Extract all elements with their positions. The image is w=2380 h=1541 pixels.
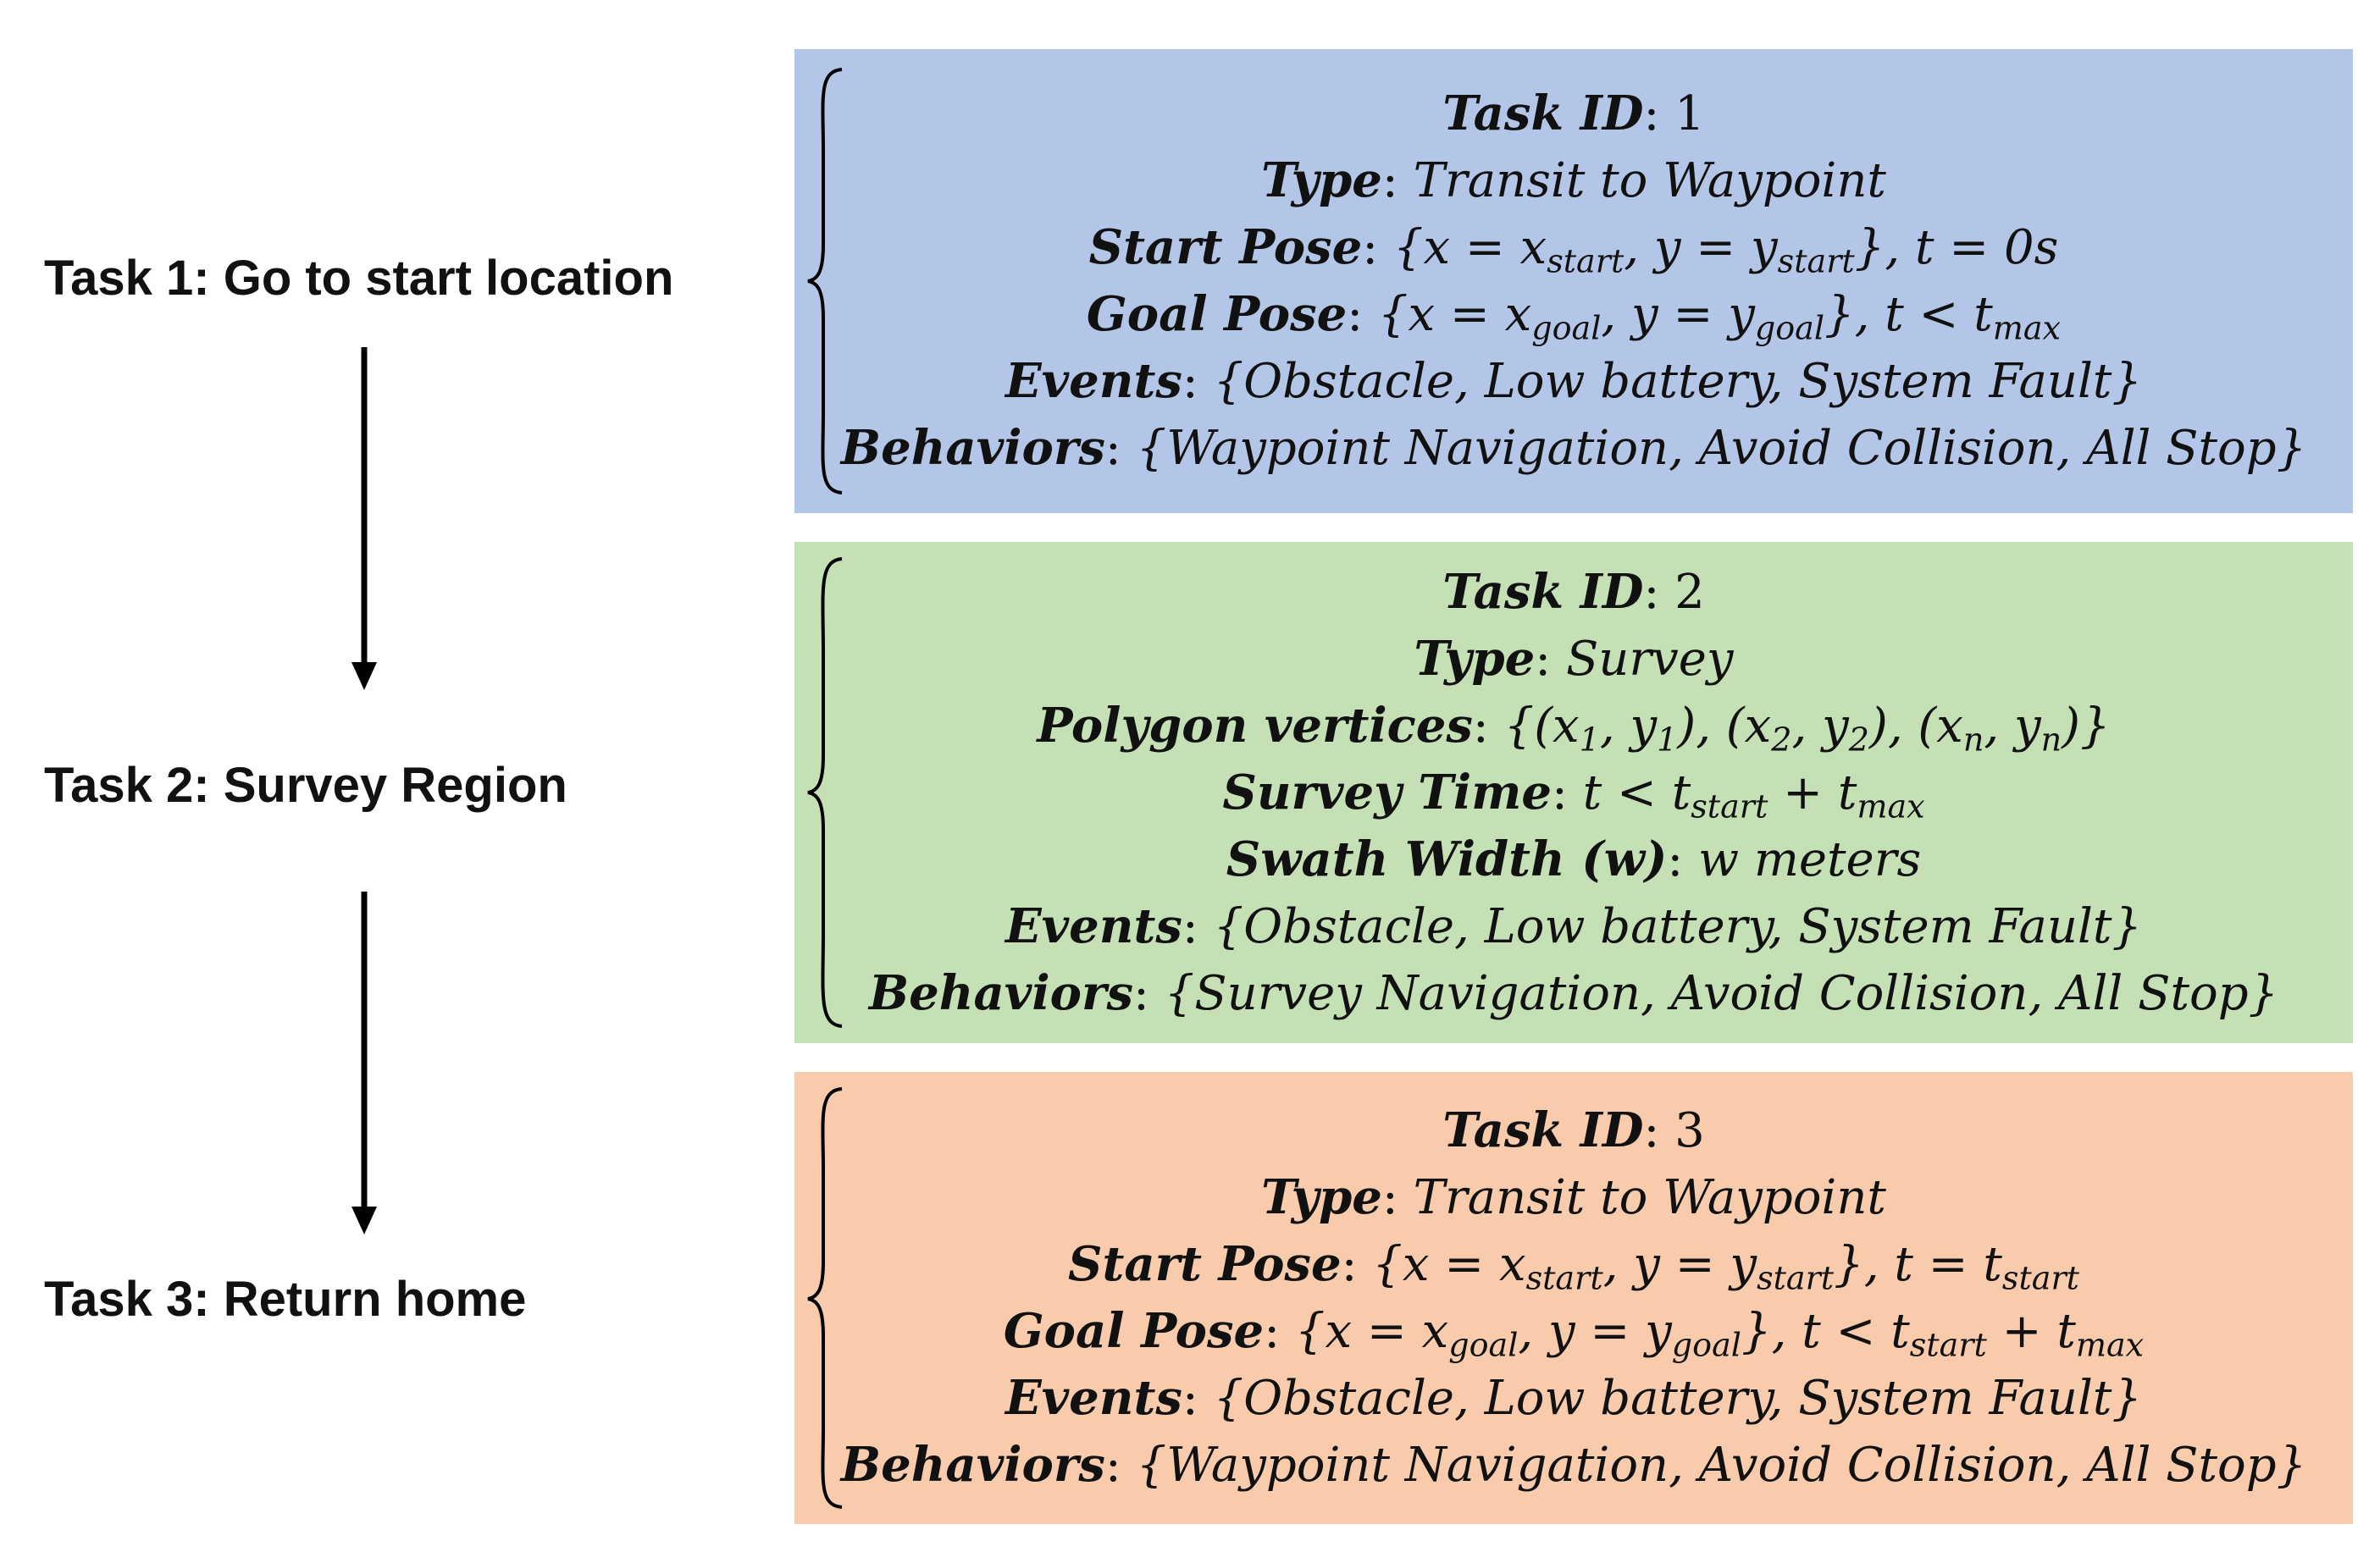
task-3-line-behaviors: Behaviors: {Waypoint Navigation, Avoid C… <box>840 1437 2307 1493</box>
task-1-card: Task ID: 1 Type: Transit to Waypoint Sta… <box>794 49 2353 513</box>
task-2-survey-time-value: t < tstart + tmax <box>1582 765 1925 826</box>
task-3-brace <box>807 1087 843 1509</box>
task-3-goal-pose-value: {x = xgoal, y = ygoal}, t < tstart + tma… <box>1294 1304 2145 1364</box>
task-2-label-colon: : <box>193 758 224 813</box>
task-2-line-survey-time: Survey Time: t < tstart + tmax <box>1222 764 1925 826</box>
task-1-label-colon: : <box>193 251 224 306</box>
task-3-line-task-id: Task ID: 3 <box>1442 1102 1705 1158</box>
task-2-line-swath-width: Swath Width (w): w meters <box>1226 831 1922 887</box>
task-1-brace <box>807 68 843 494</box>
task-3-start-pose-value: {x = xstart, y = ystart}, t = tstart <box>1372 1237 2079 1297</box>
task-2-line-polygon-vertices: Polygon vertices: {(x1, y1), (x2, y2), (… <box>1037 697 2111 759</box>
task-3-label-key: Task 3 <box>44 1272 194 1327</box>
task-1-line-goal-pose: Goal Pose: {x = xgoal, y = ygoal}, t < t… <box>1086 286 2062 347</box>
task-2-lines: Task ID: 2 Type: Survey Polygon vertices… <box>794 542 2353 1043</box>
arrow-task-1-to-2 <box>351 347 377 690</box>
task-3-label: Task 3: Return home <box>44 1275 526 1324</box>
task-3-line-type: Type: Transit to Waypoint <box>1261 1169 1886 1225</box>
task-2-line-behaviors: Behaviors: {Survey Navigation, Avoid Col… <box>868 964 2279 1021</box>
task-1-line-type: Type: Transit to Waypoint <box>1261 152 1886 208</box>
task-1-label: Task 1: Go to start location <box>44 254 673 303</box>
task-2-line-events: Events: {Obstacle, Low battery, System F… <box>1005 898 2143 954</box>
task-3-line-start-pose: Start Pose: {x = xstart, y = ystart}, t … <box>1068 1236 2079 1297</box>
task-3-card: Task ID: 3 Type: Transit to Waypoint Sta… <box>794 1072 2353 1524</box>
arrow-task-2-to-3 <box>351 892 377 1234</box>
task-2-label-key: Task 2 <box>44 758 194 813</box>
task-3-label-value: Return home <box>223 1272 527 1327</box>
task-2-brace <box>807 557 843 1028</box>
task-1-label-key: Task 1 <box>44 251 194 306</box>
task-2-line-type: Type: Survey <box>1414 630 1734 687</box>
task-2-polygon-vertices-value: {(x1, y1), (x2, y2), (xn, yn)} <box>1503 698 2111 759</box>
task-1-line-start-pose: Start Pose: {x = xstart, y = ystart}, t … <box>1088 219 2059 280</box>
task-1-line-task-id: Task ID: 1 <box>1442 86 1705 141</box>
task-3-label-colon: : <box>193 1272 224 1327</box>
task-1-line-behaviors: Behaviors: {Waypoint Navigation, Avoid C… <box>840 420 2307 476</box>
task-1-lines: Task ID: 1 Type: Transit to Waypoint Sta… <box>794 49 2353 513</box>
task-2-line-task-id: Task ID: 2 <box>1442 563 1705 620</box>
task-3-lines: Task ID: 3 Type: Transit to Waypoint Sta… <box>794 1072 2353 1524</box>
task-2-label: Task 2: Survey Region <box>44 761 567 810</box>
task-2-card: Task ID: 2 Type: Survey Polygon vertices… <box>794 542 2353 1043</box>
task-2-label-value: Survey Region <box>223 758 567 813</box>
task-1-start-pose-value: {x = xstart, y = ystart}, t = 0s <box>1392 220 2059 280</box>
task-3-line-goal-pose: Goal Pose: {x = xgoal, y = ygoal}, t < t… <box>1003 1303 2145 1364</box>
task-1-label-value: Go to start location <box>223 251 674 306</box>
task-3-line-events: Events: {Obstacle, Low battery, System F… <box>1005 1370 2143 1426</box>
task-1-line-events: Events: {Obstacle, Low battery, System F… <box>1005 353 2143 409</box>
task-1-goal-pose-value: {x = xgoal, y = ygoal}, t < tmax <box>1377 287 2062 347</box>
